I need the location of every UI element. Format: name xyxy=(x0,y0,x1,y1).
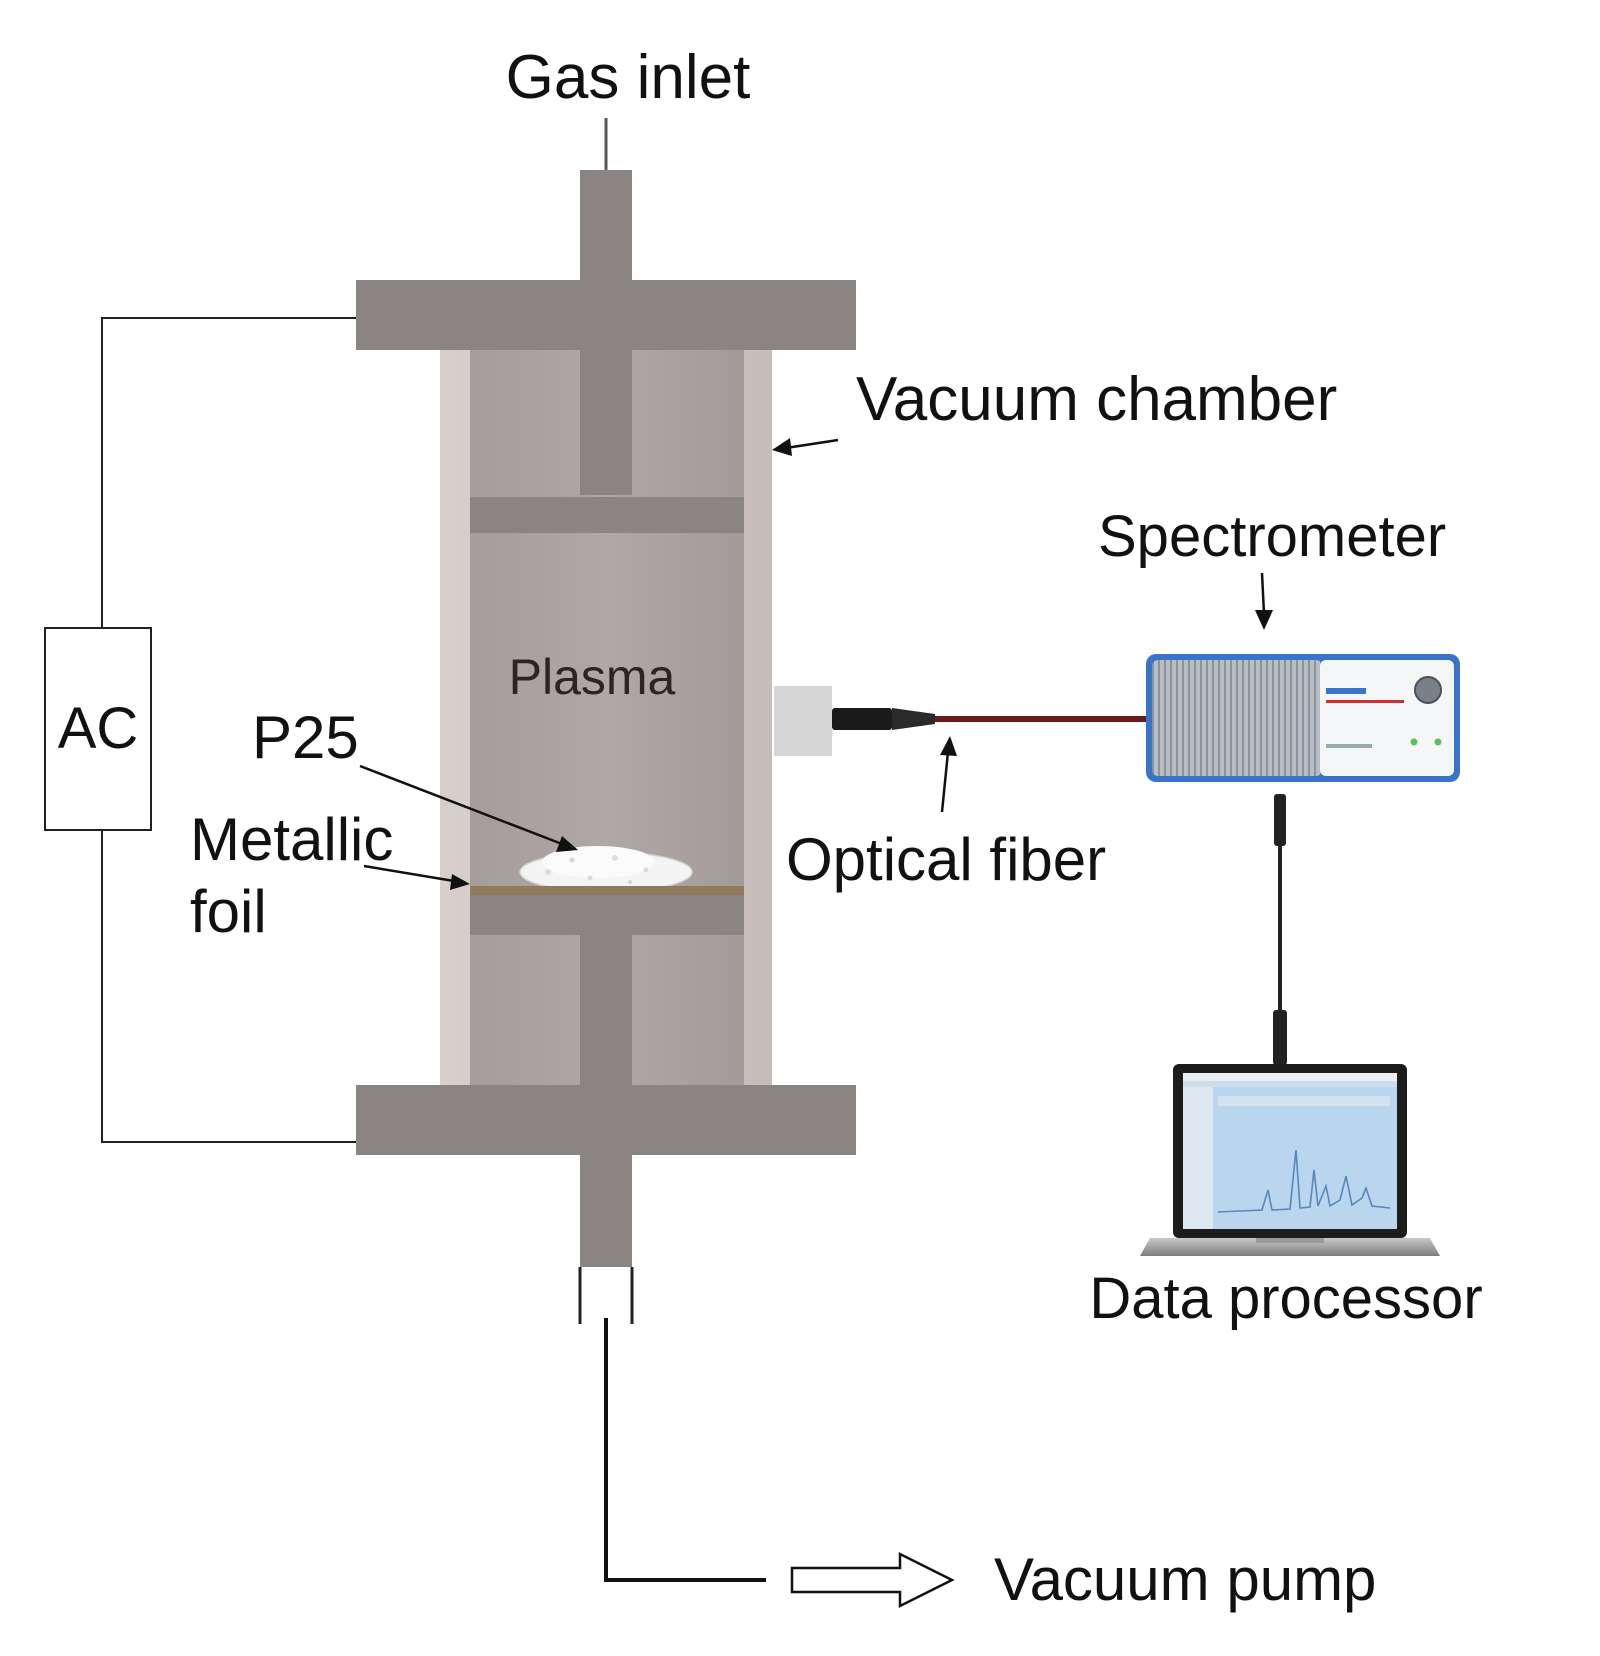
usb-plug-top xyxy=(1274,794,1286,846)
spectrometer-label: Spectrometer xyxy=(1098,504,1446,569)
spectrometer-device xyxy=(1146,654,1460,782)
upper-electrode-rod xyxy=(580,350,632,495)
p25-powder xyxy=(519,846,693,893)
vacuum-line xyxy=(604,1318,766,1582)
gas-inlet-tube xyxy=(580,170,632,282)
spectrum-trace xyxy=(1217,1149,1391,1213)
metallic-foil xyxy=(470,886,744,895)
ac-label: AC xyxy=(58,696,139,761)
bottom-flange xyxy=(356,1085,856,1155)
spectrometer-arrow xyxy=(1255,572,1273,630)
fiber-connector-taper xyxy=(892,708,935,730)
optical-fiber-label: Optical fiber xyxy=(786,826,1106,893)
ac-wire-top xyxy=(101,317,356,628)
top-flange xyxy=(356,280,856,350)
gas-inlet-label: Gas inlet xyxy=(506,43,751,112)
vacuum-pump-arrow xyxy=(790,1551,955,1609)
metallic-label: Metallic xyxy=(190,806,393,873)
laptop-data-processor xyxy=(1140,1064,1440,1256)
metallic-foil-arrow xyxy=(363,864,470,890)
usb-plug-bottom xyxy=(1273,1010,1287,1065)
optical-port xyxy=(774,686,832,756)
p25-label: P25 xyxy=(252,704,359,771)
upper-electrode-plate xyxy=(470,497,744,533)
ac-source-box xyxy=(44,627,152,831)
vacuum-pump-label: Vacuum pump xyxy=(994,1546,1376,1613)
lower-electrode-plate xyxy=(470,895,744,935)
ac-wire-bottom xyxy=(101,830,356,1143)
plasma-label: Plasma xyxy=(509,649,676,705)
foil-label: foil xyxy=(190,878,267,945)
fiber-connector xyxy=(832,708,892,730)
p25-arrow xyxy=(359,764,578,852)
vacuum-chamber-label: Vacuum chamber xyxy=(856,365,1337,434)
vacuum-chamber-arrow xyxy=(772,438,839,456)
exhaust-tube xyxy=(580,1155,632,1267)
data-processor-label: Data processor xyxy=(1089,1266,1482,1331)
optical-fiber-arrow xyxy=(940,736,957,813)
lower-electrode-rod xyxy=(580,935,632,1085)
